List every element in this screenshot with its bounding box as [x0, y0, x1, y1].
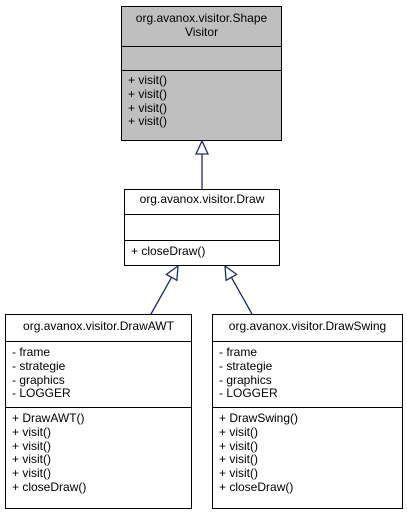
attribute: - frame	[219, 345, 258, 359]
method: + closeDraw()	[131, 244, 206, 258]
method: + visit()	[12, 452, 51, 467]
edge-drawswing-to-draw-line	[230, 277, 253, 315]
methods-section: + DrawSwing() + visit() + visit() + visi…	[213, 408, 402, 498]
edge-drawswing-to-draw-arrowhead	[224, 264, 238, 282]
edge-draw-to-shape-visitor-arrowhead	[194, 139, 210, 155]
class-name: org.avanox.visitor.Draw	[125, 190, 279, 215]
method: + visit()	[128, 73, 167, 87]
class-name: org.avanox.visitor.Shape Visitor	[122, 7, 281, 47]
class-name-line: org.avanox.visitor.Shape	[135, 11, 268, 25]
method: + visit()	[128, 100, 167, 115]
class-draw[interactable]: org.avanox.visitor.Draw + closeDraw()	[124, 189, 280, 266]
attributes-section	[122, 47, 281, 71]
attributes-section: - frame - strategie - graphics - LOGGER	[213, 342, 402, 408]
methods-section: + DrawAWT() + visit() + visit() + visit(…	[6, 408, 191, 498]
class-name-line: org.avanox.visitor.Draw	[139, 192, 265, 206]
method: + closeDraw()	[12, 479, 87, 494]
method: + visit()	[12, 424, 51, 439]
class-shape-visitor[interactable]: org.avanox.visitor.Shape Visitor + visit…	[121, 6, 282, 141]
attribute: - graphics	[219, 372, 272, 387]
class-draw-awt[interactable]: org.avanox.visitor.DrawAWT - frame - str…	[5, 314, 192, 509]
method: + visit()	[128, 86, 167, 101]
attribute: - strategie	[12, 358, 66, 373]
class-name: org.avanox.visitor.DrawSwing	[213, 315, 402, 342]
class-draw-swing[interactable]: org.avanox.visitor.DrawSwing - frame - s…	[212, 314, 403, 509]
attribute: - graphics	[12, 372, 65, 387]
method: + visit()	[12, 466, 51, 481]
edge-drawawt-to-draw-line	[150, 277, 173, 315]
method: + visit()	[219, 452, 258, 467]
class-name-line: org.avanox.visitor.DrawSwing	[228, 319, 387, 333]
method: + visit()	[219, 466, 258, 481]
attributes-section	[125, 215, 279, 241]
method: + DrawAWT()	[12, 411, 85, 425]
attribute: - frame	[12, 345, 51, 359]
attribute: - LOGGER	[12, 386, 71, 401]
methods-section: + closeDraw()	[125, 241, 279, 262]
method: + visit()	[12, 438, 51, 453]
edge-drawawt-to-draw-arrowhead	[165, 264, 179, 282]
attribute: - LOGGER	[219, 386, 278, 401]
method: + visit()	[219, 424, 258, 439]
method: + closeDraw()	[219, 479, 294, 494]
attributes-section: - frame - strategie - graphics - LOGGER	[6, 342, 191, 408]
class-name: org.avanox.visitor.DrawAWT	[6, 315, 191, 342]
method: + visit()	[128, 114, 167, 129]
method: + DrawSwing()	[219, 411, 299, 425]
attribute: - strategie	[219, 358, 273, 373]
class-name-line: org.avanox.visitor.DrawAWT	[23, 319, 174, 333]
class-name-line: Visitor	[184, 24, 219, 39]
method: + visit()	[219, 438, 258, 453]
methods-section: + visit() + visit() + visit() + visit()	[122, 71, 281, 132]
